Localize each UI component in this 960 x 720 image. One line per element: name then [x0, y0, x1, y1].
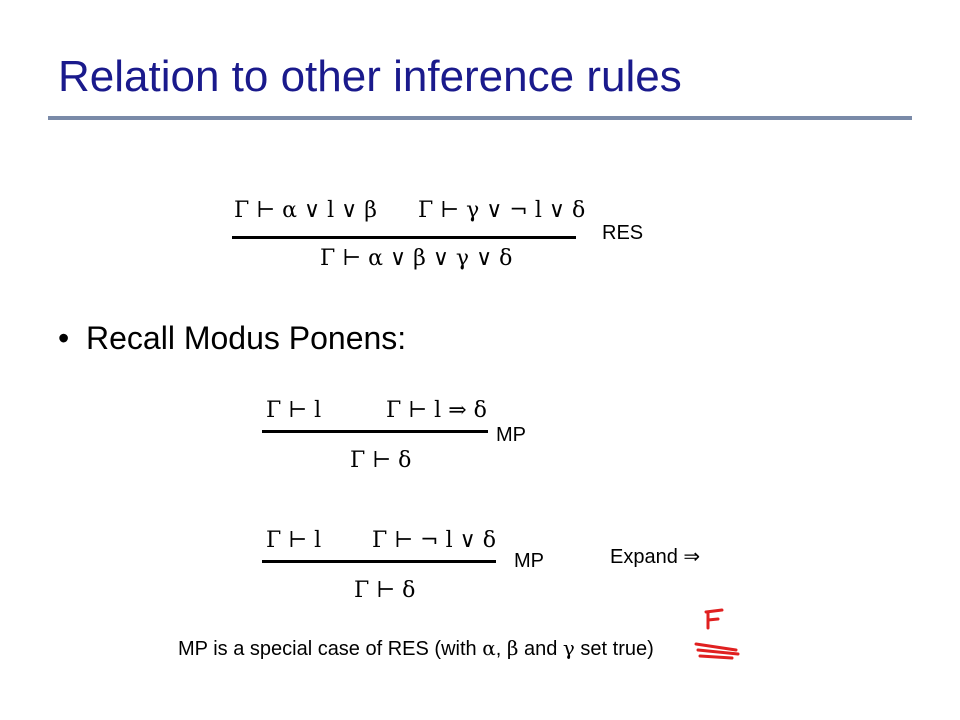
expand-label: Expand ⇒ [610, 546, 701, 568]
mp-expanded-label: MP [514, 550, 544, 572]
note-and: and [518, 638, 563, 660]
mp-expanded-inference-line [262, 560, 496, 563]
res-premise-2: Γ ⊢ γ ∨ ¬ l ∨ δ [418, 198, 586, 223]
bullet-marker: • [58, 320, 70, 356]
mp-conclusion: Γ ⊢ δ [350, 448, 412, 473]
note-suffix: set true) [574, 638, 654, 660]
note-alpha: α [482, 636, 496, 660]
mp-expanded-premise-2: Γ ⊢ ¬ l ∨ δ [372, 528, 496, 553]
res-conclusion: Γ ⊢ α ∨ β ∨ γ ∨ δ [320, 246, 513, 271]
mp-label: MP [496, 424, 526, 446]
res-inference-line [232, 236, 576, 239]
note-gamma: γ [562, 636, 575, 660]
res-premise-1: Γ ⊢ α ∨ l ∨ β [234, 198, 377, 223]
title-underline [48, 116, 912, 120]
mp-premise-1: Γ ⊢ l [266, 398, 322, 423]
handwritten-annotation-icon [694, 608, 740, 660]
mp-expanded-premise-1: Γ ⊢ l [266, 528, 322, 553]
note-prefix: MP is a special case of RES (with [178, 638, 483, 660]
res-label: RES [602, 222, 644, 244]
bullet-recall-modus-ponens: • Recall Modus Ponens: [58, 320, 406, 357]
note-comma: , [495, 638, 507, 660]
slide-title: Relation to other inference rules [58, 52, 682, 101]
bullet-text: Recall Modus Ponens: [86, 320, 407, 356]
special-case-note: MP is a special case of RES (with α, β a… [178, 636, 654, 661]
mp-inference-line [262, 430, 488, 433]
mp-premise-2: Γ ⊢ l ⇒ δ [386, 398, 487, 423]
mp-expanded-conclusion: Γ ⊢ δ [354, 578, 416, 603]
note-beta: β [506, 636, 519, 660]
